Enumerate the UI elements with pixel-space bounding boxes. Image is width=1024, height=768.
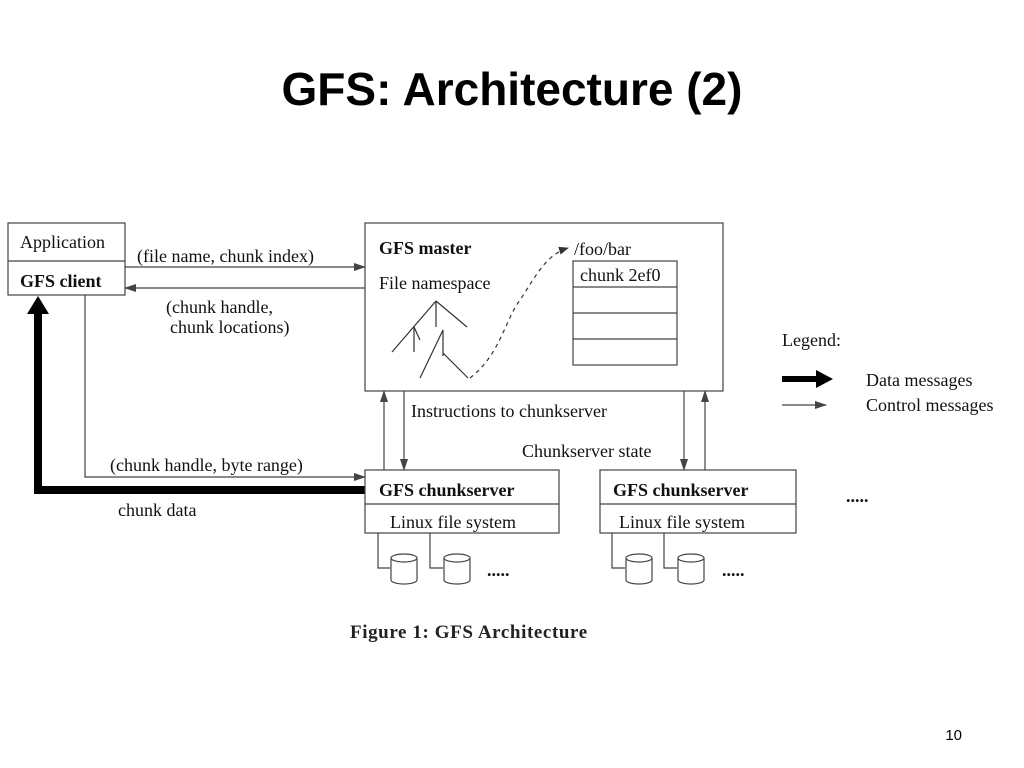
linux-fs-label: Linux file system <box>390 512 516 532</box>
reply-label-line2: chunk locations) <box>170 317 289 338</box>
namespace-tree-icon <box>391 300 469 379</box>
state-label: Chunkserver state <box>522 441 651 461</box>
linux-fs-label: Linux file system <box>619 512 745 532</box>
legend-title: Legend: <box>782 330 841 350</box>
legend-data-label: Data messages <box>866 370 972 390</box>
application-label: Application <box>20 232 105 252</box>
namespace-pointer-arrow <box>469 246 569 379</box>
disk-connectors <box>611 533 677 569</box>
more-disks-ellipsis: ..... <box>722 560 745 580</box>
legend-data-arrowhead <box>816 370 833 388</box>
disk-icon <box>390 553 418 585</box>
chunk-table: chunk 2ef0 <box>572 260 678 366</box>
file-path-label: /foo/bar <box>574 239 631 259</box>
master-box: GFS master File namespace /foo/bar chunk… <box>364 222 724 392</box>
legend-control-label: Control messages <box>866 395 994 415</box>
slide-title: GFS: Architecture (2) <box>281 63 743 115</box>
chunkserver-title: GFS chunkserver <box>379 480 515 500</box>
instructions-label: Instructions to chunkserver <box>411 401 607 421</box>
namespace-label: File namespace <box>379 273 490 293</box>
more-disks-ellipsis: ..... <box>487 560 510 580</box>
chunk-id-label: chunk 2ef0 <box>580 265 660 285</box>
chunkserver-box: GFS chunkserver Linux file system ..... <box>599 469 797 585</box>
read-request-arrow <box>84 295 366 481</box>
chunk-data-arrow <box>34 312 365 494</box>
chunkserver-box: GFS chunkserver Linux file system ..... <box>364 469 560 585</box>
disk-icon <box>443 553 471 585</box>
reply-label-line1: (chunk handle, <box>166 297 273 318</box>
disk-icon <box>677 553 705 585</box>
legend: Legend: Data messages Control messages <box>782 330 994 415</box>
chunk-data-arrowhead <box>27 296 49 314</box>
chunk-data-label: chunk data <box>118 500 196 520</box>
chunkserver-title: GFS chunkserver <box>613 480 749 500</box>
more-chunkservers-ellipsis: ..... <box>846 486 869 506</box>
read-request-label: (chunk handle, byte range) <box>110 455 303 476</box>
page-number: 10 <box>945 727 962 744</box>
master-title: GFS master <box>379 238 471 258</box>
figure-caption: Figure 1: GFS Architecture <box>350 622 588 643</box>
gfs-client-label: GFS client <box>20 271 102 291</box>
client-box: Application GFS client <box>7 222 126 296</box>
request-label: (file name, chunk index) <box>137 246 314 267</box>
disk-icon <box>625 553 653 585</box>
disk-connectors <box>377 533 443 569</box>
